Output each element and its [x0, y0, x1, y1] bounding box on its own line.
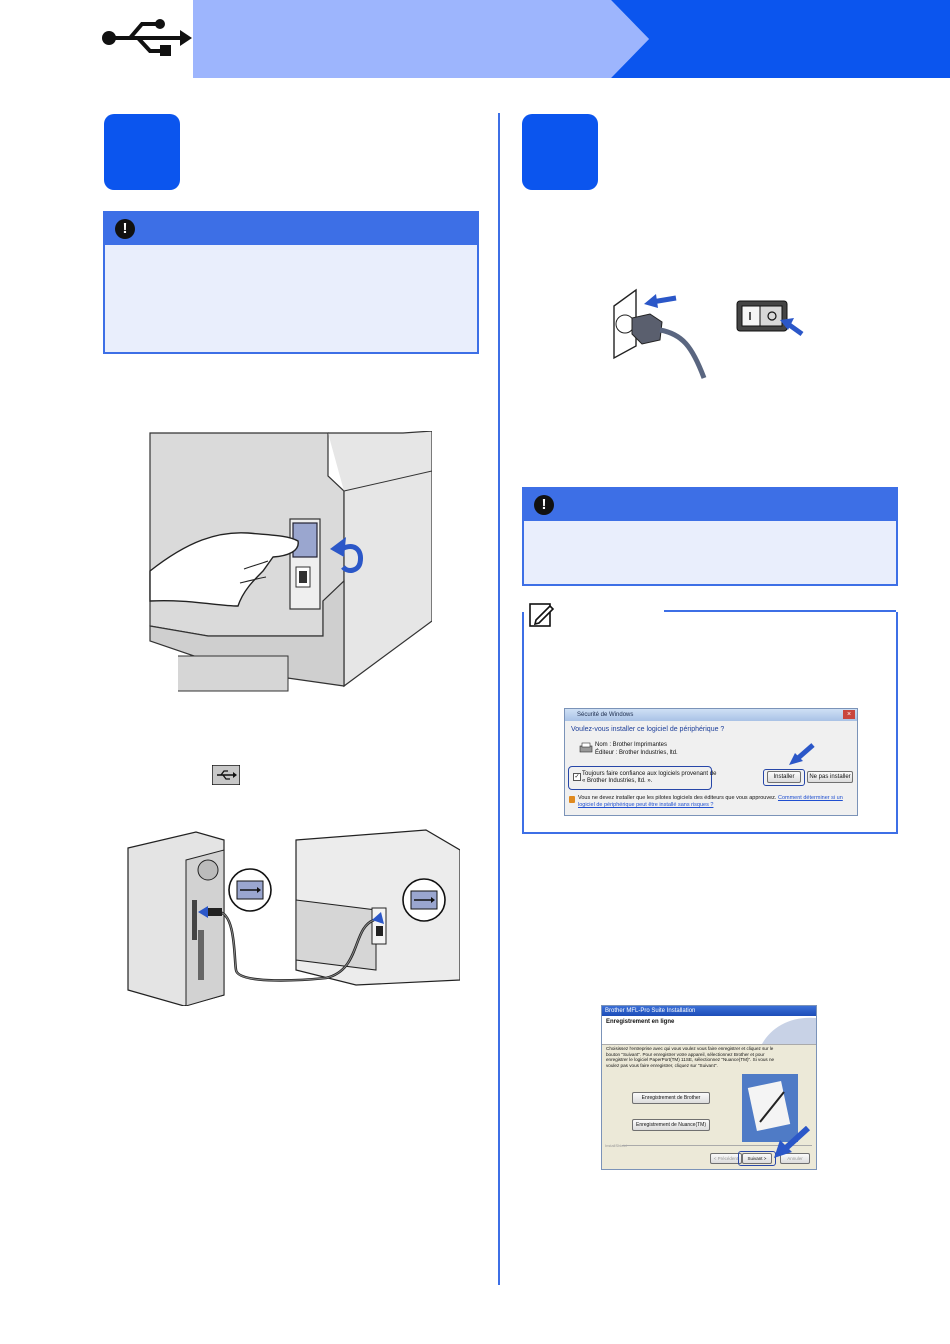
header-band — [193, 0, 950, 78]
close-icon[interactable]: × — [843, 710, 855, 719]
installshield-label: InstallShield — [605, 1143, 627, 1148]
warning-text: Vous ne devez installer que les pilotes … — [578, 795, 854, 809]
pointer-arrow-icon — [789, 743, 815, 765]
registration-title: Brother MFL-Pro Suite Installation — [605, 1008, 696, 1014]
note-top-rule — [664, 610, 896, 612]
cancel-button[interactable]: Annuler — [780, 1153, 810, 1164]
device-name: Nom : Brother Imprimantes — [595, 742, 668, 748]
dont-install-button[interactable]: Ne pas installer — [807, 771, 853, 783]
dialog-title-bar: Sécurité de Windows × — [565, 709, 857, 721]
printer-usb-cover-illustration — [148, 431, 432, 701]
exclamation-icon: ! — [534, 495, 554, 515]
brother-registration-button[interactable]: Enregistrement de Brother — [632, 1092, 710, 1104]
registration-header-panel: Enregistrement en ligne — [602, 1016, 816, 1045]
warning-shield-icon — [569, 796, 575, 803]
power-switch-illustration — [736, 300, 804, 337]
power-plug-illustration — [613, 288, 707, 379]
important-box-left: ! — [103, 211, 479, 354]
usb-inline-icon — [212, 765, 240, 785]
trust-highlight — [568, 766, 712, 790]
pointer-arrow-icon — [774, 1126, 811, 1158]
important-box-right: ! — [522, 487, 898, 586]
warning-help-link[interactable]: Comment déterminer si un logiciel de pér… — [578, 795, 843, 808]
back-button[interactable]: < Précédent — [710, 1153, 742, 1164]
header-graphic — [762, 1017, 816, 1044]
windows-security-dialog: Sécurité de Windows × Voulez-vous instal… — [564, 708, 858, 816]
note-pencil-icon — [529, 603, 555, 627]
device-publisher: Éditeur : Brother Industries, ltd. — [595, 750, 678, 756]
next-highlight — [738, 1151, 776, 1166]
usb-icon — [102, 19, 192, 56]
usb-cable-connection-illustration — [127, 829, 460, 1006]
footer-rule — [622, 1145, 812, 1146]
printer-icon — [579, 742, 593, 753]
registration-dialog: Brother MFL-Pro Suite Installation Enreg… — [601, 1005, 817, 1170]
warning-text-body: Vous ne devez installer que les pilotes … — [578, 795, 777, 801]
install-button[interactable]: Installer — [767, 771, 801, 783]
registration-body: Choisissez l'entreprise avec qui vous vo… — [606, 1046, 775, 1068]
trust-checkbox[interactable]: ✓ — [573, 773, 581, 781]
registration-card-graphic — [742, 1074, 798, 1142]
install-highlight — [763, 769, 805, 786]
column-divider — [498, 113, 500, 1285]
exclamation-icon: ! — [115, 219, 135, 239]
registration-title-bar: Brother MFL-Pro Suite Installation — [602, 1006, 816, 1016]
registration-heading: Enregistrement en ligne — [606, 1019, 675, 1025]
important-bar — [524, 489, 896, 521]
trust-label-line2: « Brother Industries, ltd. ». — [582, 778, 653, 784]
trust-label-line1: Toujours faire confiance aux logiciels p… — [582, 771, 717, 777]
nuance-registration-button[interactable]: Enregistrement de Nuance(TM) — [632, 1119, 710, 1131]
step-number-box-right — [522, 114, 598, 190]
important-bar — [105, 213, 477, 245]
dialog-title: Sécurité de Windows — [577, 712, 634, 718]
dialog-question: Voulez-vous installer ce logiciel de pér… — [571, 726, 725, 733]
note-box: Sécurité de Windows × Voulez-vous instal… — [522, 603, 898, 834]
step-number-box-left — [104, 114, 180, 190]
next-button[interactable]: Suivant > — [742, 1153, 772, 1164]
